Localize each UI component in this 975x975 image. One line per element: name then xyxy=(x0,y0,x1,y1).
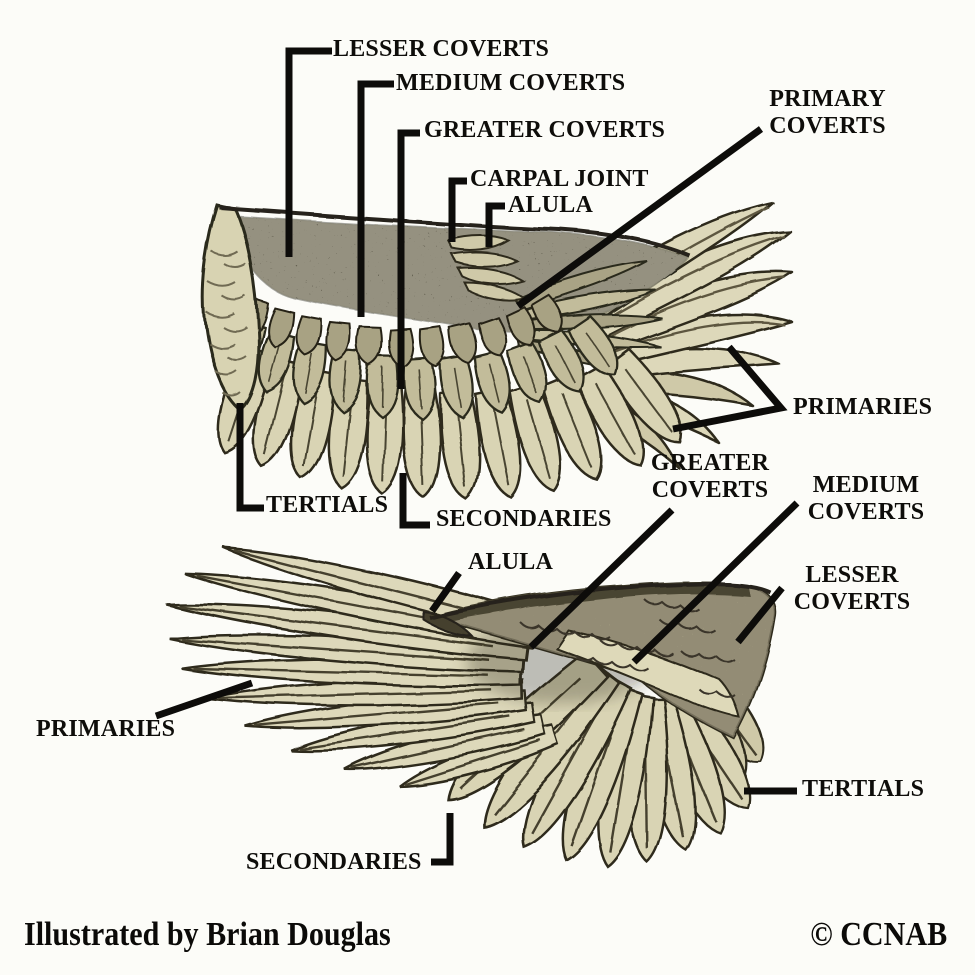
bottom-wing-marginal-coverts xyxy=(432,581,750,624)
label-top-secondaries: SECONDARIES xyxy=(436,506,612,532)
bottom-wing-illustration xyxy=(162,532,779,872)
label-top-greater-coverts: GREATER COVERTS xyxy=(424,117,666,143)
leader-bottom-secondaries xyxy=(431,813,454,866)
leader-top-tertials xyxy=(236,403,264,512)
leader-top-carpal-joint xyxy=(448,177,467,242)
label-bottom-lesser-coverts: LESSER COVERTS xyxy=(793,562,911,615)
leader-bottom-greater-coverts xyxy=(528,507,675,650)
label-bottom-alula: ALULA xyxy=(468,549,554,575)
label-top-primary-coverts: PRIMARY COVERTS xyxy=(769,86,886,139)
label-bottom-medium-coverts: MEDIUM COVERTS xyxy=(807,472,925,525)
leader-top-lesser-coverts xyxy=(285,47,332,257)
leader-top-greater-coverts xyxy=(397,129,420,389)
label-top-alula: ALULA xyxy=(508,192,594,218)
label-top-lesser-coverts: LESSER COVERTS xyxy=(333,36,550,62)
bottom-wing-leading-edge xyxy=(429,581,771,620)
copyright-notice: © CCNAB xyxy=(810,914,947,953)
leader-bottom-primaries xyxy=(154,679,254,720)
leader-top-secondaries xyxy=(399,473,430,529)
top-wing-leading-edge xyxy=(219,206,691,258)
leader-top-primary-coverts xyxy=(515,126,764,309)
top-wing-illustration xyxy=(201,200,795,503)
leader-lines xyxy=(154,47,800,866)
leader-top-alula xyxy=(485,202,505,247)
leader-bottom-alula xyxy=(429,570,462,614)
leader-bottom-lesser-coverts xyxy=(735,585,785,645)
label-bottom-greater-coverts: GREATER COVERTS xyxy=(650,450,770,503)
leader-top-primaries xyxy=(672,344,788,433)
leader-top-medium-coverts xyxy=(357,80,394,317)
top-wing-alula-carpal-cluster xyxy=(446,234,527,301)
leader-bottom-medium-coverts xyxy=(631,500,800,665)
label-top-primaries: PRIMARIES xyxy=(793,394,933,420)
label-bottom-primaries: PRIMARIES xyxy=(36,716,176,742)
label-bottom-secondaries: SECONDARIES xyxy=(246,849,422,875)
label-bottom-tertials: TERTIALS xyxy=(802,776,925,802)
illustrator-credit: Illustrated by Brian Douglas xyxy=(24,914,391,953)
label-top-tertials: TERTIALS xyxy=(266,492,389,518)
label-top-medium-coverts: MEDIUM COVERTS xyxy=(396,70,626,96)
label-top-carpal-joint: CARPAL JOINT xyxy=(470,166,649,192)
